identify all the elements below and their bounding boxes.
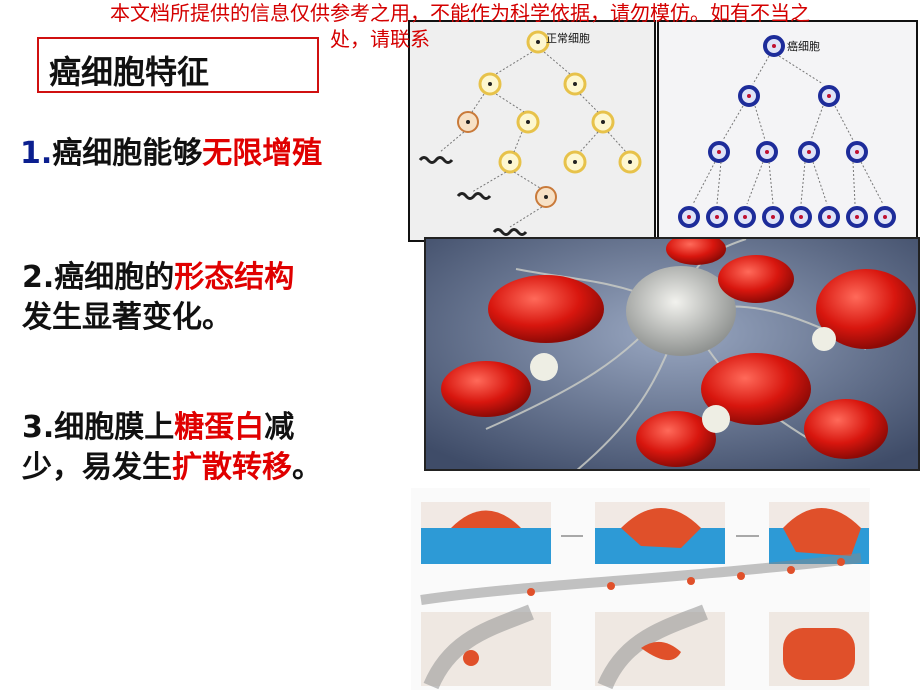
disclaimer-line-2: 处，请联系 bbox=[330, 27, 430, 51]
point-1: 1.癌细胞能够无限增殖 bbox=[20, 134, 322, 174]
normal-cell-division-figure: 正常细胞 bbox=[408, 20, 656, 242]
cancer-cell-label: 癌细胞 bbox=[787, 40, 820, 53]
normal-cell-tree bbox=[418, 30, 642, 236]
disclaimer-line-1: 本文档所提供的信息仅供参考之用，不能作为科学依据，请勿模仿。如有不当之 bbox=[110, 1, 810, 25]
cancer-cell-tree bbox=[678, 35, 896, 228]
cancer-cell-division-figure: 癌细胞 bbox=[657, 20, 918, 242]
point-2-text: 癌细胞的 bbox=[54, 260, 175, 295]
metastasis-diagram bbox=[411, 488, 870, 690]
slide-title-box: 癌细胞特征 bbox=[37, 37, 319, 93]
point-3-line2a: 少，易发生 bbox=[22, 450, 172, 485]
cancer-cell-render-art bbox=[426, 239, 918, 469]
disclaimer-watermark: 本文档所提供的信息仅供参考之用，不能作为科学依据，请勿模仿。如有不当之 处，请联… bbox=[0, 0, 920, 52]
metastasis-art bbox=[411, 488, 870, 690]
point-3-highlight: 糖蛋白 bbox=[174, 410, 265, 445]
point-3-text: 细胞膜上 bbox=[54, 410, 175, 445]
point-3-mid: 减 bbox=[264, 410, 295, 445]
point-3-number: 3. bbox=[22, 410, 55, 445]
point-1-number: 1. bbox=[20, 136, 53, 171]
point-3: 3.细胞膜上糖蛋白减 少，易发生扩散转移。 bbox=[22, 408, 382, 488]
point-2: 2.癌细胞的形态结构 发生显著变化。 bbox=[22, 258, 382, 338]
slide-title: 癌细胞特征 bbox=[49, 53, 210, 91]
point-3-line2b: 。 bbox=[292, 450, 322, 485]
cancer-cell-render-image bbox=[424, 237, 920, 471]
point-2-number: 2. bbox=[22, 260, 55, 295]
point-2-highlight: 形态结构 bbox=[174, 260, 295, 295]
point-2-rest: 发生显著变化。 bbox=[22, 300, 232, 335]
point-3-highlight-2: 扩散转移 bbox=[172, 450, 292, 485]
normal-cell-label: 正常细胞 bbox=[546, 32, 590, 45]
point-1-highlight: 无限增殖 bbox=[202, 136, 323, 171]
point-1-text: 癌细胞能够 bbox=[52, 136, 203, 171]
